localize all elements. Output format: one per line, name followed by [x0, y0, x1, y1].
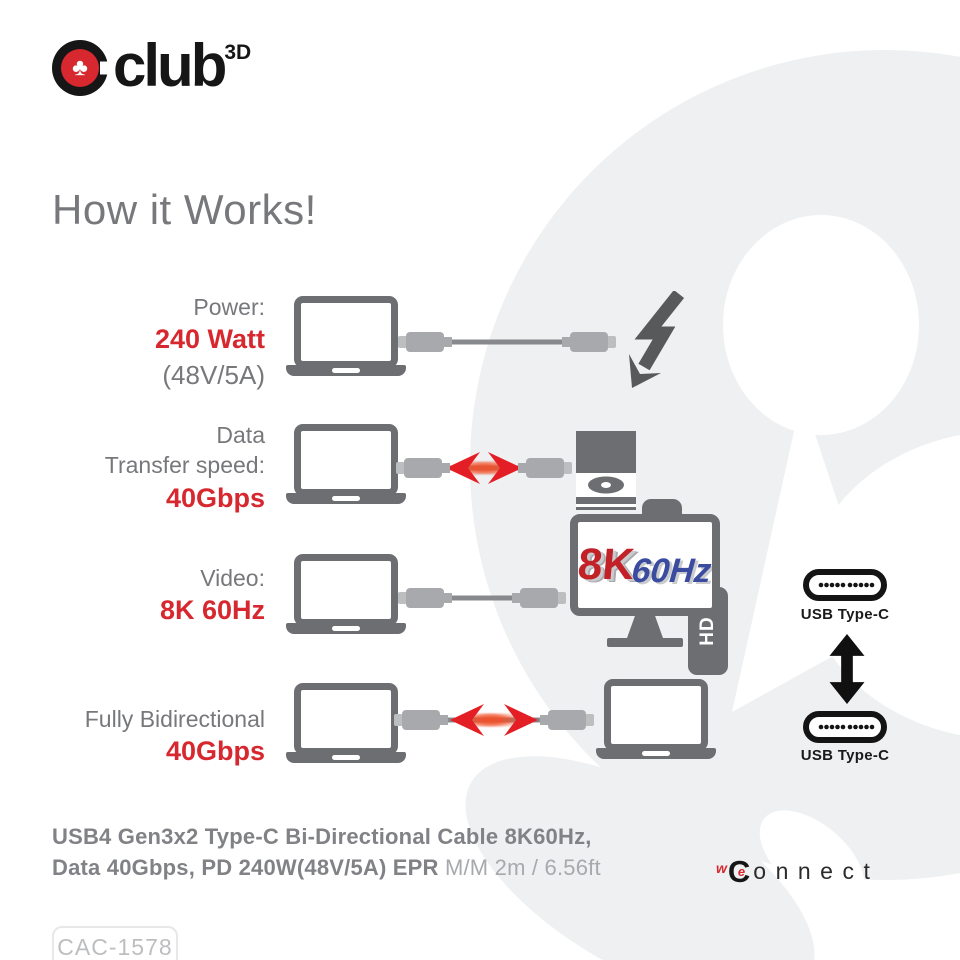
- logo-3d-superscript: 3D: [224, 41, 252, 64]
- video-label: Video:: [200, 565, 265, 591]
- laptop-icon: [286, 554, 406, 634]
- data-label-1: Data: [216, 422, 265, 448]
- product-title-line2: Data 40Gbps, PD 240W(48V/5A) EPR M/M 2m …: [52, 855, 601, 881]
- bidi-value: 40Gbps: [165, 736, 265, 767]
- weconnect-rest: onnect: [753, 858, 880, 884]
- sku-text: CAC-1578: [57, 934, 173, 960]
- bidirectional-cable-icon: [396, 452, 572, 484]
- usb-type-c-connector-icon: [803, 711, 887, 743]
- power-value: 240 Watt: [154, 324, 265, 355]
- product-title-line2-light: M/M 2m / 6.56ft: [444, 855, 601, 880]
- usb-cable-icon: [398, 588, 566, 608]
- data-labels: Data Transfer speed: 40Gbps: [0, 420, 265, 516]
- video-value: 8K 60Hz: [159, 595, 265, 626]
- weconnect-c: C e: [727, 854, 751, 889]
- optical-drive-icon: [576, 431, 636, 510]
- monitor-icon: 8K 60Hz: [570, 514, 720, 647]
- laptop-icon: [286, 296, 406, 376]
- power-labels: Power: 240 Watt (48V/5A): [0, 292, 265, 392]
- video-labels: Video: 8K 60Hz: [0, 563, 265, 629]
- logo-wordmark: club: [113, 32, 227, 99]
- club-glyph: ♣: [72, 54, 88, 81]
- club3d-logo-c: ♣: [52, 40, 108, 96]
- bidi-label: Fully Bidirectional: [84, 706, 265, 732]
- page-title: How it Works!: [52, 186, 317, 233]
- laptop-icon: [286, 683, 406, 763]
- weconnect-e: e: [737, 864, 746, 879]
- laptop-icon: [286, 424, 406, 504]
- vertical-double-arrow-icon: [829, 634, 865, 704]
- usb-type-c-label: USB Type-C: [800, 747, 890, 764]
- usb-cable-icon: [398, 332, 616, 352]
- product-title-line2-bold: Data 40Gbps, PD 240W(48V/5A) EPR: [52, 855, 445, 880]
- usb-type-c-label: USB Type-C: [800, 606, 890, 623]
- sku-badge: CAC-1578: [52, 926, 178, 960]
- weconnect-logo: w C e onnect: [716, 856, 879, 887]
- power-label: Power:: [193, 294, 265, 320]
- bidirectional-cable-icon: [394, 704, 594, 736]
- laptop-icon: [596, 679, 716, 759]
- weconnect-w: w: [716, 859, 727, 876]
- data-label-2: Transfer speed:: [104, 452, 265, 479]
- data-value: 40Gbps: [165, 482, 265, 513]
- usb-type-c-connector-icon: [803, 569, 887, 601]
- monitor-8k60hz-label: 8K 60Hz: [576, 540, 713, 590]
- 60hz-text: 60Hz: [630, 552, 713, 590]
- club3d-logo: ♣ club 3D: [52, 32, 252, 99]
- 8k-text: 8K: [576, 540, 637, 589]
- bidi-labels: Fully Bidirectional 40Gbps: [0, 704, 265, 770]
- lightning-bolt-icon: [629, 291, 685, 388]
- power-detail: (48V/5A): [162, 359, 265, 390]
- club-symbol-icon: ♣: [61, 49, 99, 87]
- product-title-line1: USB4 Gen3x2 Type-C Bi-Directional Cable …: [52, 824, 592, 849]
